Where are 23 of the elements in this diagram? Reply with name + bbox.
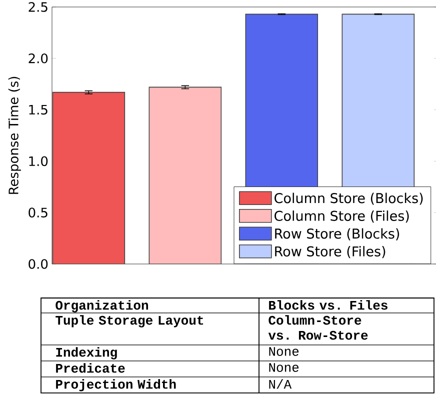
row-value: Blocks vs. Files xyxy=(269,300,388,310)
y-tick-label: 1.0 xyxy=(29,156,48,166)
bar xyxy=(148,86,222,264)
y-axis-title: Response Time (s) xyxy=(8,76,21,194)
row-value: None xyxy=(269,363,299,372)
legend-label: Row Store (Files) xyxy=(275,246,386,258)
row-value: None xyxy=(269,347,299,356)
bar xyxy=(52,92,126,264)
legend-label: Column Store (Files) xyxy=(274,210,409,223)
row-heading: Predicate xyxy=(56,363,125,373)
row-heading: Projection Width xyxy=(56,379,176,392)
legend-label: Row Store (Blocks) xyxy=(275,228,400,240)
y-tick-label: 2.5 xyxy=(28,2,48,12)
y-tick-label: 1.5 xyxy=(29,104,48,115)
y-tick-label: 2.0 xyxy=(28,53,48,64)
row-heading: Indexing xyxy=(56,347,117,360)
row-value: N/A xyxy=(269,379,292,389)
row-heading: Tuple Storage Layout xyxy=(56,315,204,328)
row-heading: Organization xyxy=(56,300,148,312)
y-tick-label: 0.5 xyxy=(28,208,48,218)
y-tick-label: 0.0 xyxy=(28,259,48,269)
row-value: Column-Store vs. Row-Store xyxy=(268,315,368,340)
legend-label: Column Store (Blocks) xyxy=(274,192,423,205)
